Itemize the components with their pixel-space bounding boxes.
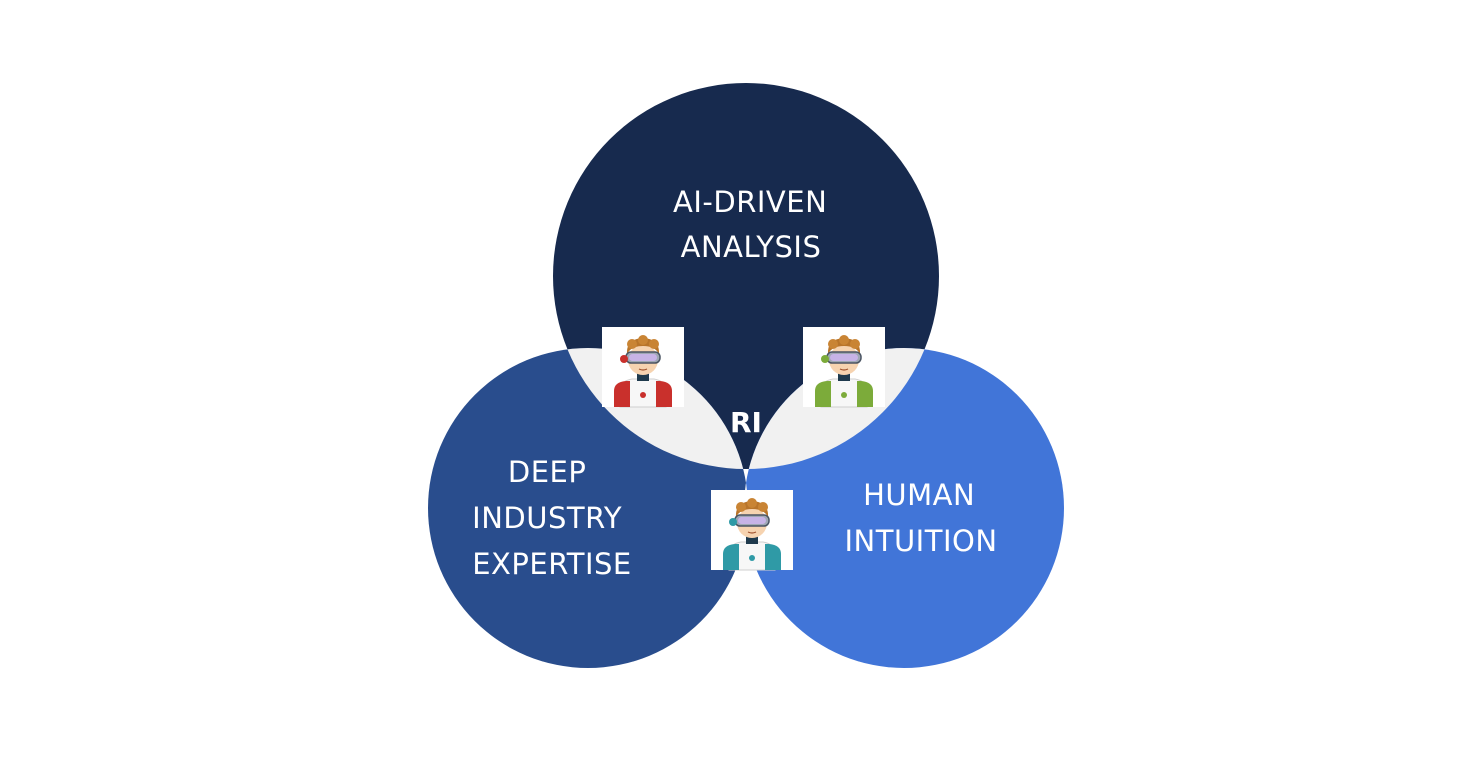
right-circle-label-line: INTUITION: [844, 524, 997, 558]
center-label: RI: [730, 406, 762, 439]
right-circle-label-line: HUMAN: [863, 478, 975, 512]
left-circle-label: DEEP INDUSTRY EXPERTISE: [472, 455, 632, 581]
left-circle-label-line: DEEP: [508, 455, 586, 489]
overlap-top-right: [744, 348, 939, 469]
top-circle-label-line: AI-DRIVEN: [673, 185, 827, 219]
top-circle-label-line: ANALYSIS: [681, 230, 822, 264]
robot-avatar-green-icon: [802, 326, 886, 408]
top-circle-label: AI-DRIVEN ANALYSIS: [673, 185, 837, 264]
robot-avatar-red-icon: [601, 326, 685, 408]
right-circle-label: HUMAN INTUITION: [844, 478, 997, 558]
left-circle-label-line: INDUSTRY: [472, 501, 622, 535]
robot-avatar-teal-icon: [710, 489, 794, 571]
left-circle-label-line: EXPERTISE: [472, 547, 632, 581]
overlap-top-left: [553, 348, 748, 469]
